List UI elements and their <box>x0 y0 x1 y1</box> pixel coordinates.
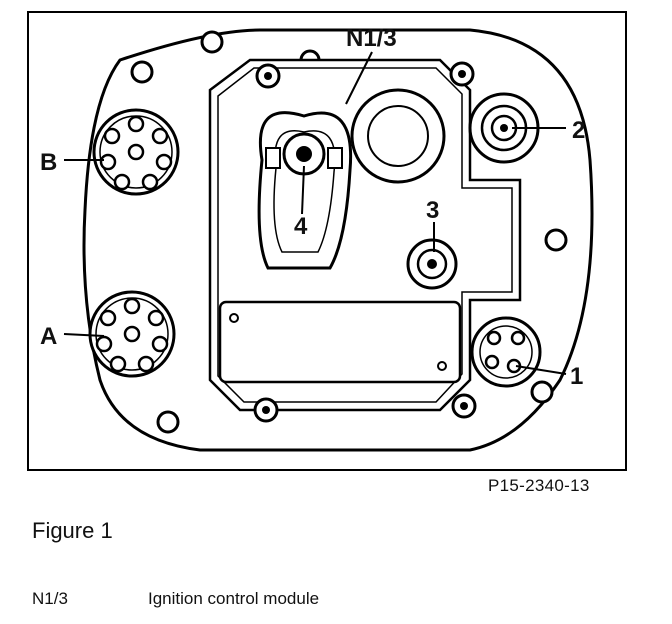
legend-description: Ignition control module <box>148 589 320 608</box>
callout-b: B <box>40 149 57 176</box>
connector-1 <box>470 316 542 388</box>
connector-4 <box>257 111 353 270</box>
figure-reference: P15-2340-13 <box>488 476 590 495</box>
figure-caption: Figure 1 <box>32 518 113 543</box>
lower-cover <box>218 300 462 384</box>
mounting-holes <box>130 30 568 434</box>
leader-lines <box>63 51 567 375</box>
callout-1: 1 <box>570 363 583 390</box>
callout-4: 4 <box>294 213 308 240</box>
connector-b <box>92 108 180 196</box>
connector-a <box>88 290 176 378</box>
callout-n13: N1/3 <box>346 25 397 52</box>
callout-a: A <box>40 323 57 350</box>
plate-screws <box>253 61 477 423</box>
module-plate-inner <box>217 67 513 403</box>
connector-3 <box>406 238 458 290</box>
callout-3: 3 <box>426 197 439 224</box>
legend-key: N1/3 <box>32 589 68 608</box>
callout-2: 2 <box>572 117 585 144</box>
